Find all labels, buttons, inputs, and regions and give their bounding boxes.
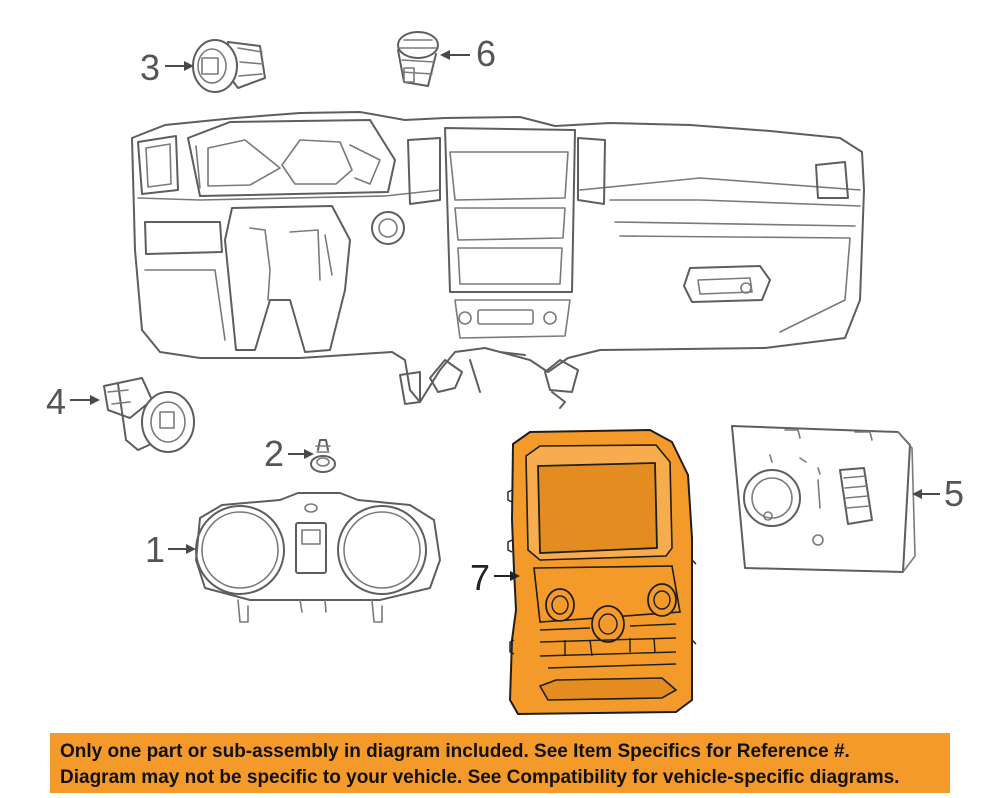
callout-5: 5 xyxy=(912,473,964,514)
callout-4-label: 4 xyxy=(46,381,66,422)
parts-diagram: 3 6 4 2 1 5 7 xyxy=(46,31,964,715)
callout-6: 6 xyxy=(440,33,496,74)
dashboard-illustration xyxy=(131,111,865,409)
callout-4: 4 xyxy=(46,381,100,422)
callout-2: 2 xyxy=(264,433,314,474)
part-3-switch xyxy=(192,39,266,93)
disclaimer-line-2: Diagram may not be specific to your vehi… xyxy=(60,767,900,788)
callout-5-label: 5 xyxy=(944,473,964,514)
disclaimer-line-1: Only one part or sub-assembly in diagram… xyxy=(60,741,850,762)
callout-1-label: 1 xyxy=(145,529,165,570)
callout-7: 7 xyxy=(470,557,520,598)
part-1-cluster xyxy=(195,492,441,623)
part-2-screw xyxy=(310,439,336,473)
part-5-headlamp-switch xyxy=(731,425,916,573)
part-4-switch xyxy=(103,377,195,453)
callout-7-label: 7 xyxy=(470,557,490,598)
part-7-radio-panel-highlighted xyxy=(507,429,697,715)
callout-3: 3 xyxy=(140,47,194,88)
part-6-knob xyxy=(397,31,439,87)
callout-6-label: 6 xyxy=(476,33,496,74)
callout-2-label: 2 xyxy=(264,433,284,474)
callout-3-label: 3 xyxy=(140,47,160,88)
callout-1: 1 xyxy=(145,529,196,570)
disclaimer-banner: Only one part or sub-assembly in diagram… xyxy=(50,733,950,793)
